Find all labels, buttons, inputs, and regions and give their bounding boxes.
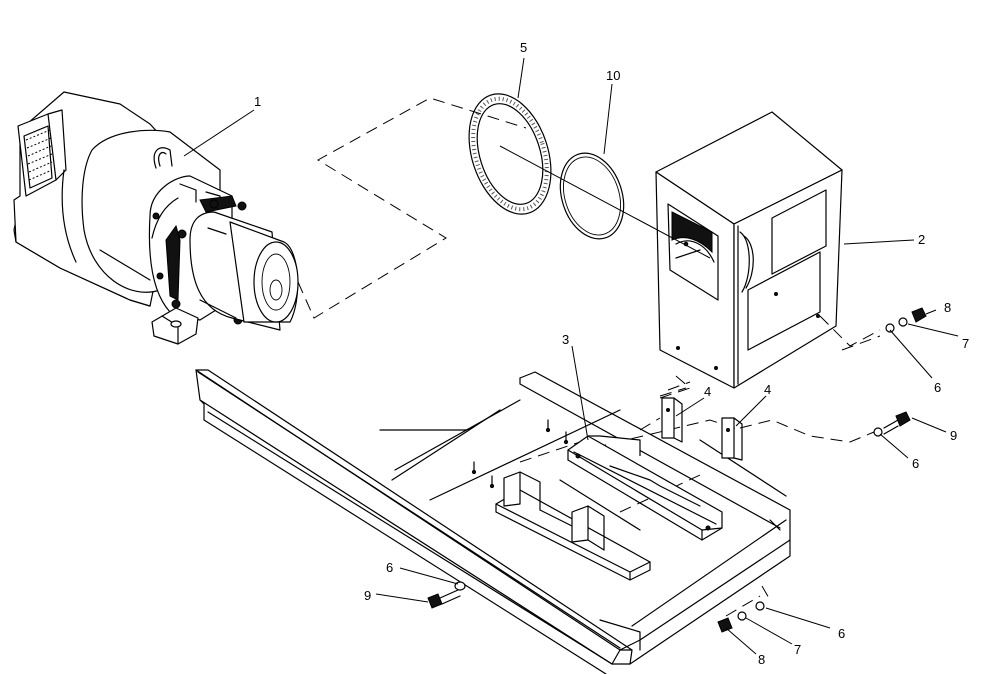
callout-6-upper: 6	[934, 380, 941, 395]
callout-9-lower-left: 9	[364, 588, 371, 603]
leader-lines	[183, 57, 959, 655]
hardware-lower-right	[717, 585, 771, 633]
hardware-lower-left	[427, 581, 466, 609]
generator	[13, 91, 299, 345]
adapter-enclosure	[655, 111, 881, 399]
callout-4-left: 4	[704, 384, 711, 399]
callout-1: 1	[254, 94, 261, 109]
callout-8-upper: 8	[944, 300, 951, 315]
callout-10: 10	[606, 68, 620, 83]
callout-5: 5	[520, 40, 527, 55]
callout-7-upper: 7	[962, 336, 969, 351]
seal-ring	[559, 152, 625, 240]
spacer-left	[661, 397, 683, 443]
callout-2: 2	[918, 232, 925, 247]
hardware-middle-right	[873, 411, 911, 437]
spacer-right	[721, 417, 743, 461]
hardware-upper-right	[885, 307, 927, 333]
callout-8-lower-right: 8	[758, 652, 765, 667]
callout-7-lower-right: 7	[794, 642, 801, 657]
callout-9-right: 9	[950, 428, 957, 443]
callout-6-lower-right: 6	[838, 626, 845, 641]
callout-4-right: 4	[764, 382, 771, 397]
callout-6-right: 6	[912, 456, 919, 471]
mounting-rail-front	[567, 435, 723, 541]
gasket-ring	[468, 93, 552, 215]
mounting-rail-rear	[495, 471, 651, 581]
callout-labels: 1 5 10 2 8 7 6 3 4 4 9 6 6 9 6 7 8	[254, 40, 969, 667]
assembly-lines	[297, 97, 881, 443]
callout-6-lower-left: 6	[386, 560, 393, 575]
callout-3: 3	[562, 332, 569, 347]
